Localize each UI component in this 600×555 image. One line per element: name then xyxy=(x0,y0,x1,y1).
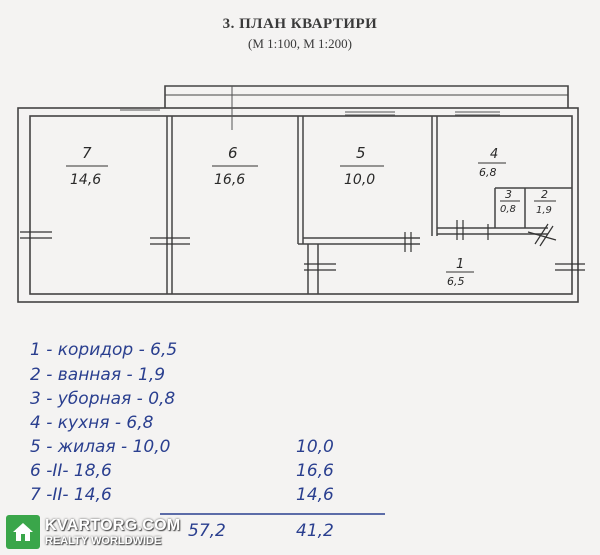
legend-line-5: 5 - жилая - 10,0 xyxy=(30,437,170,457)
watermark-brand: KVARTORG.COM xyxy=(45,516,181,534)
room-6-label: 6 16,6 xyxy=(212,144,258,188)
house-icon xyxy=(6,515,40,549)
svg-text:7: 7 xyxy=(82,144,92,162)
svg-text:6,5: 6,5 xyxy=(447,275,465,288)
outer-walls xyxy=(17,85,579,303)
legend-line-1: 1 - коридор - 6,5 xyxy=(30,340,177,360)
legend-living-6: 16,6 xyxy=(296,461,334,481)
room-4-label: 4 6,8 xyxy=(478,147,506,179)
svg-text:10,0: 10,0 xyxy=(344,172,375,188)
total-living-area: 41,2 xyxy=(296,521,334,541)
svg-text:5: 5 xyxy=(356,144,366,162)
svg-text:6,8: 6,8 xyxy=(479,166,497,179)
legend-line-4: 4 - кухня - 6,8 xyxy=(30,413,154,433)
room-5-label: 5 10,0 xyxy=(340,144,384,188)
total-area: 57,2 xyxy=(188,521,226,541)
door-ticks xyxy=(20,220,585,271)
svg-text:14,6: 14,6 xyxy=(70,172,101,188)
svg-text:3: 3 xyxy=(505,188,512,201)
legend-list: 1 - коридор - 6,5 2 - ванная - 1,9 3 - у… xyxy=(30,340,385,541)
legend-line-2: 2 - ванная - 1,9 xyxy=(30,365,165,385)
svg-text:16,6: 16,6 xyxy=(214,172,245,188)
room-7-label: 7 14,6 xyxy=(66,144,108,188)
svg-text:1,9: 1,9 xyxy=(536,205,552,216)
document-title: 3. ПЛАН КВАРТИРИ xyxy=(222,16,378,32)
watermark: KVARTORG.COM REALTY WORLDWIDE xyxy=(6,512,180,552)
legend-living-5: 10,0 xyxy=(296,437,334,457)
document-scale: (М 1:100, М 1:200) xyxy=(248,36,352,51)
legend-line-7: 7 -II- 14,6 xyxy=(30,485,112,505)
svg-text:2: 2 xyxy=(541,188,548,201)
room-1-label: 1 6,5 xyxy=(446,257,474,288)
windows xyxy=(120,86,500,130)
svg-text:0,8: 0,8 xyxy=(500,204,516,215)
room-3-label: 3 0,8 xyxy=(500,188,520,215)
room-2-label: 2 1,9 xyxy=(534,188,556,216)
interior-walls xyxy=(166,116,572,294)
legend-living-7: 14,6 xyxy=(296,485,334,505)
svg-text:6: 6 xyxy=(228,144,238,162)
legend-line-3: 3 - уборная - 0,8 xyxy=(30,389,175,409)
watermark-tagline: REALTY WORLDWIDE xyxy=(45,534,162,547)
svg-text:4: 4 xyxy=(490,147,498,162)
legend-line-6: 6 -II- 18,6 xyxy=(30,461,112,481)
svg-text:1: 1 xyxy=(456,257,464,272)
